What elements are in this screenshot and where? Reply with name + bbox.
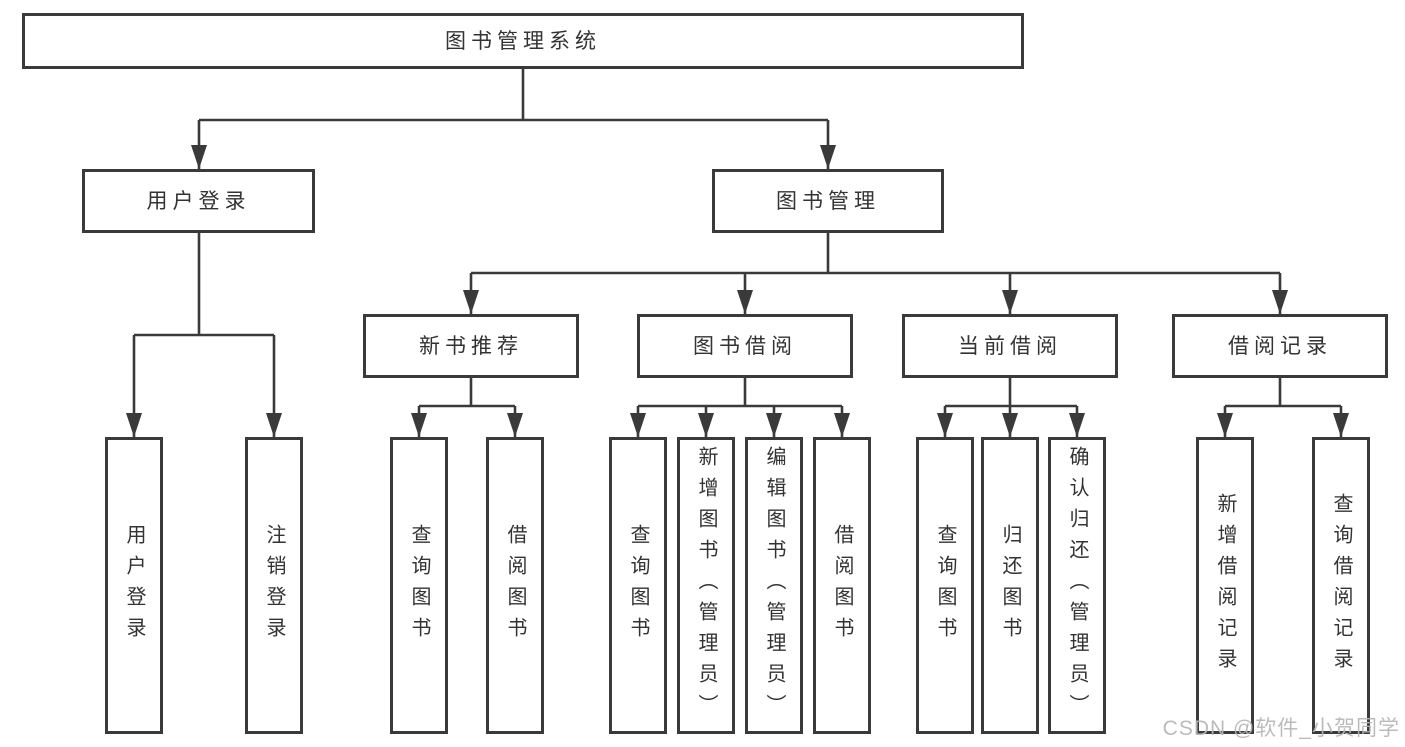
- leaf-query-books-rec: 查询图书: [390, 437, 448, 734]
- node-current-borrow: 当前借阅: [902, 314, 1118, 378]
- node-borrow-records: 借阅记录: [1172, 314, 1388, 378]
- leaf-borrow-books-rec: 借阅图书: [486, 437, 544, 734]
- leaf-add-borrow-record: 新增借阅记录: [1196, 437, 1254, 734]
- node-root: 图书管理系统: [22, 13, 1024, 69]
- leaf-query-books-borrow: 查询图书: [609, 437, 667, 734]
- leaf-user-login: 用户登录: [105, 437, 163, 734]
- leaf-add-books-admin: 新增图书（管理员）: [677, 437, 735, 734]
- leaf-borrow-books: 借阅图书: [813, 437, 871, 734]
- leaf-confirm-return-admin: 确认归还（管理员）: [1048, 437, 1106, 734]
- leaf-logout: 注销登录: [245, 437, 303, 734]
- leaf-query-books-current: 查询图书: [916, 437, 974, 734]
- leaf-return-books: 归还图书: [981, 437, 1039, 734]
- leaf-query-borrow-record: 查询借阅记录: [1312, 437, 1370, 734]
- leaf-edit-books-admin: 编辑图书（管理员）: [745, 437, 803, 734]
- node-book-borrow: 图书借阅: [637, 314, 853, 378]
- watermark: CSDN @软件_小贺同学: [1162, 717, 1400, 740]
- node-book-mgmt: 图书管理: [712, 169, 944, 233]
- node-new-book-rec: 新书推荐: [363, 314, 579, 378]
- node-user-login: 用户登录: [82, 169, 315, 233]
